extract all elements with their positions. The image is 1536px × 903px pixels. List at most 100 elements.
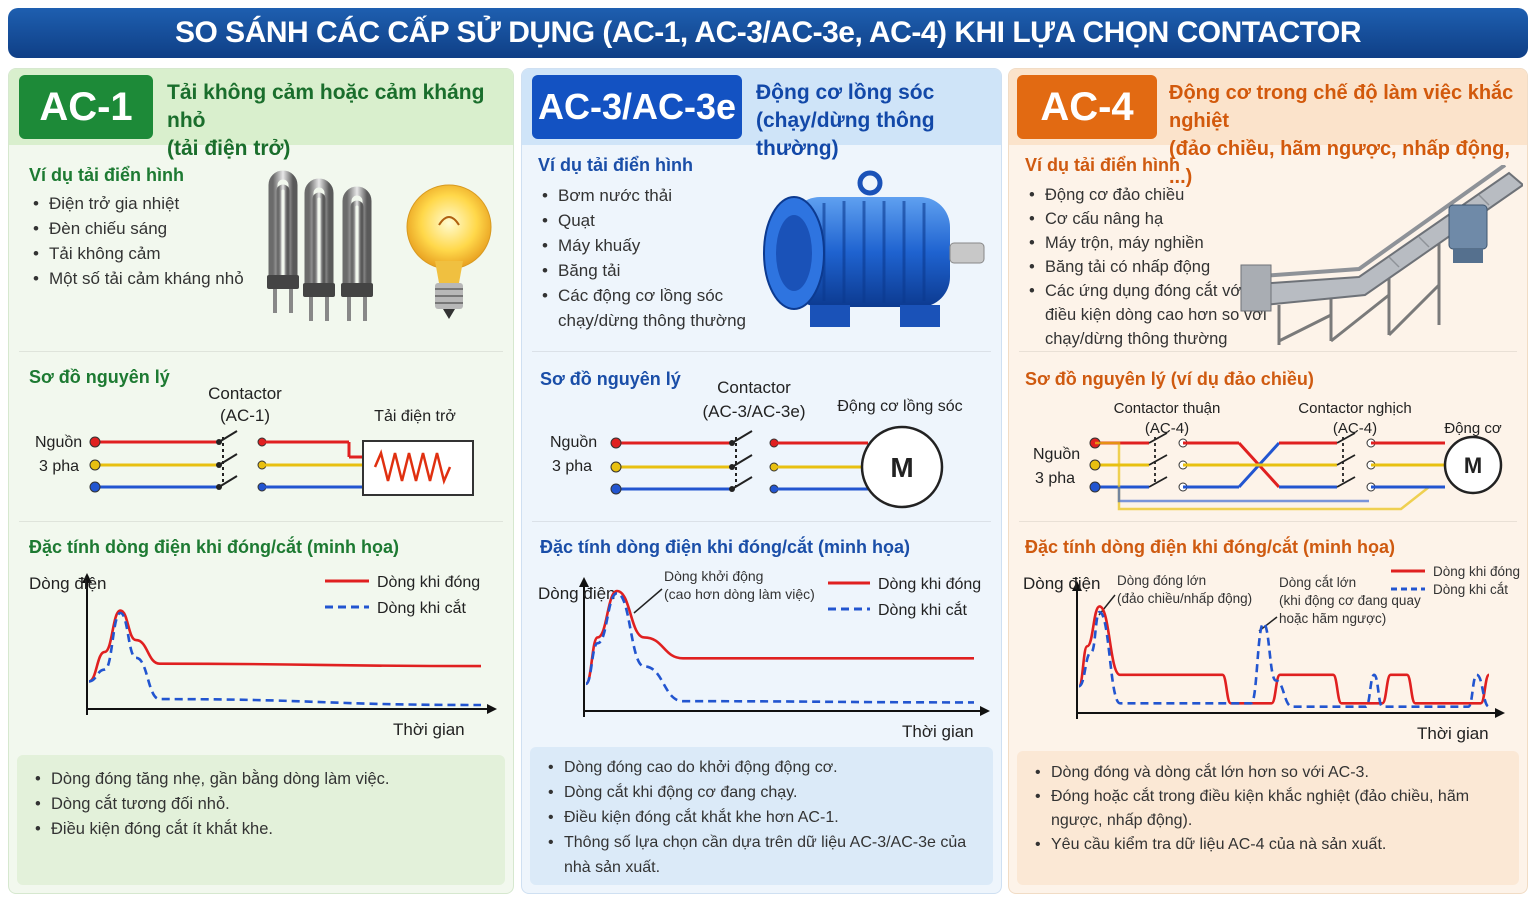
column-ac3: AC-3/AC-3e Động cơ lồng sóc (chạy/dừng t… — [521, 68, 1002, 894]
load-label: Động cơ lồng sóc — [837, 398, 962, 415]
list-item: Điện trở gia nhiệt — [29, 191, 244, 216]
x-axis-label: Thời gian — [902, 722, 974, 741]
list-item: Một số tải cảm kháng nhỏ — [29, 266, 244, 291]
legend-closing: Dòng khi đóng — [1433, 564, 1520, 579]
contactor-label: Contactor — [717, 378, 791, 397]
series-breaking-line — [584, 592, 975, 704]
annotation: Dòng khởi động — [664, 568, 763, 584]
list-item: Máy khuấy — [538, 233, 748, 258]
x-axis-arrow — [980, 706, 990, 716]
list-item: Các ứng dụng đóng cắt với điều kiện dòng… — [1025, 279, 1275, 351]
ac3-wiring-diagram: Nguồn 3 pha Contactor (AC-3/AC-3e) Động … — [550, 378, 963, 509]
source-label: 3 pha — [552, 458, 592, 475]
light-bulb-icon — [406, 184, 492, 319]
ac3-heading-line2: (chạy/dừng thông thường) — [756, 109, 935, 160]
list-item: Tải không cảm — [29, 241, 244, 266]
annotation-arrow — [633, 588, 663, 614]
list-item: Bơm nước thải — [538, 183, 748, 208]
list-item: Dòng đóng tăng nhẹ, gần bằng dòng làm vi… — [31, 767, 491, 792]
ac4-notes: Dòng đóng và dòng cắt lớn hơn so với AC-… — [1017, 751, 1519, 885]
ac4-wiring-diagram: Nguồn 3 pha Contactor thuận (AC-4) Conta… — [1033, 400, 1503, 511]
ac4-heading: Động cơ trong chế độ làm việc khắc nghiệ… — [1169, 79, 1527, 191]
ac3-current-chart: Dòng điện Thời gian Dòng khởi động (cao … — [538, 568, 990, 741]
list-item: Đóng hoặc cắt trong điều kiện khắc nghiệ… — [1031, 785, 1505, 833]
list-item: Điều kiện đóng cắt ít khắt khe. — [31, 817, 491, 842]
ac3-header: AC-3/AC-3e Động cơ lồng sóc (chạy/dừng t… — [522, 69, 1001, 160]
source-label: 3 pha — [39, 458, 79, 475]
ac3-notes: Dòng đóng cao do khởi động động cơ. Dòng… — [530, 747, 993, 885]
ac1-chart-title: Đặc tính dòng điện khi đóng/cắt (minh họ… — [29, 537, 399, 557]
ac1-heading-line2: (tải điện trở) — [167, 137, 291, 160]
divider — [532, 521, 991, 522]
ac4-heading-line1: Động cơ trong chế độ làm việc khắc nghiệ… — [1169, 82, 1514, 132]
ac4-header: AC-4 Động cơ trong chế độ làm việc khắc … — [1009, 69, 1527, 188]
x-axis-label: Thời gian — [393, 720, 465, 739]
conveyor-icon — [1240, 165, 1523, 345]
column-ac1: AC-1 Tải không cảm hoặc cảm kháng nhỏ (t… — [8, 68, 514, 894]
x-axis-arrow — [487, 704, 497, 714]
list-item: Điều kiện đóng cắt khắt khe hơn AC-1. — [544, 805, 979, 830]
list-item: Dòng đóng và dòng cắt lớn hơn so với AC-… — [1031, 761, 1505, 785]
ac1-examples-list: Điện trở gia nhiệt Đèn chiếu sáng Tải kh… — [29, 191, 244, 291]
legend-breaking: Dòng khi cắt — [377, 598, 466, 617]
list-item: Quạt — [538, 208, 748, 233]
motor-symbol: M — [890, 452, 913, 483]
list-item: Băng tải — [538, 258, 748, 283]
list-item: Băng tải có nhấp động — [1025, 255, 1275, 279]
list-item: Dòng đóng cao do khởi động động cơ. — [544, 755, 979, 780]
series-closing-line — [1077, 605, 1491, 705]
y-axis-arrow — [82, 573, 92, 583]
legend-breaking: Dòng khi cắt — [878, 600, 967, 619]
contactor-rev-label: Contactor nghịch — [1298, 400, 1411, 417]
ac3-diagram-title: Sơ đồ nguyên lý — [540, 369, 681, 389]
list-item: Thông số lựa chọn cần dựa trên dữ liệu A… — [544, 830, 979, 880]
annotation-arrow — [1098, 594, 1116, 616]
list-item: Các động cơ lồng sóc chạy/dừng thông thư… — [538, 283, 748, 333]
ac4-badge: AC-4 — [1017, 75, 1157, 139]
divider — [19, 521, 503, 522]
y-axis-label: Dòng điện — [1023, 574, 1101, 593]
series-breaking-line — [88, 611, 482, 707]
annotation: (đảo chiều/nhấp động) — [1117, 591, 1252, 606]
ac3-chart-title: Đặc tính dòng điện khi đóng/cắt (minh họ… — [540, 537, 910, 557]
motor-symbol-icon — [860, 425, 944, 509]
y-axis-label: Dòng điện — [29, 574, 107, 593]
ac1-diagram-title: Sơ đồ nguyên lý — [29, 367, 170, 387]
x-axis-label: Thời gian — [1417, 724, 1489, 743]
contactor-rev-label: (AC-4) — [1333, 420, 1377, 437]
load-label: Tải điện trở — [374, 408, 456, 425]
list-item: Động cơ đảo chiều — [1025, 183, 1275, 207]
annotation: Dòng cắt lớn — [1279, 575, 1356, 590]
ac1-header: AC-1 Tải không cảm hoặc cảm kháng nhỏ (t… — [9, 69, 513, 160]
ac4-examples-list: Động cơ đảo chiều Cơ cấu nâng hạ Máy trộ… — [1025, 183, 1275, 351]
list-item: Dòng cắt tương đối nhỏ. — [31, 792, 491, 817]
contactor-fwd-label: Contactor thuận — [1114, 400, 1221, 417]
source-label: Nguồn — [35, 434, 82, 451]
contactor-label: Contactor — [208, 384, 282, 403]
x-axis-arrow — [1495, 708, 1505, 718]
heating-element-icon — [267, 170, 492, 321]
ac1-notes: Dòng đóng tăng nhẹ, gần bằng dòng làm vi… — [17, 755, 505, 885]
source-label: 3 pha — [1035, 470, 1075, 487]
series-closing-line — [88, 609, 482, 683]
column-ac4: AC-4 Động cơ trong chế độ làm việc khắc … — [1008, 68, 1528, 894]
ac1-badge: AC-1 — [19, 75, 153, 139]
ac3-examples-list: Bơm nước thải Quạt Máy khuấy Băng tải Cá… — [538, 183, 748, 333]
ac3-heading: Động cơ lồng sóc (chạy/dừng thông thường… — [756, 79, 1001, 163]
ac1-heading: Tải không cảm hoặc cảm kháng nhỏ (tải đi… — [167, 79, 513, 163]
divider — [1019, 351, 1517, 352]
legend-closing: Dòng khi đóng — [377, 574, 480, 591]
ac3-examples-title: Ví dụ tải điển hình — [538, 155, 693, 175]
y-axis-arrow — [1072, 581, 1082, 591]
motor-symbol-icon — [1443, 435, 1503, 495]
divider — [532, 351, 991, 352]
source-label: Nguồn — [550, 434, 597, 451]
contactor-label: (AC-1) — [220, 406, 270, 425]
legend-breaking: Dòng khi cắt — [1433, 582, 1508, 597]
divider — [19, 351, 503, 352]
electric-motor-icon — [763, 170, 985, 327]
list-item: Dòng cắt khi động cơ đang chạy. — [544, 780, 979, 805]
y-axis-arrow — [579, 577, 589, 587]
page-title: SO SÁNH CÁC CẤP SỬ DỤNG (AC-1, AC-3/AC-3… — [8, 8, 1528, 58]
ac4-current-chart: Dòng điện Thời gian Dòng đóng lớn (đảo c… — [1023, 564, 1520, 743]
